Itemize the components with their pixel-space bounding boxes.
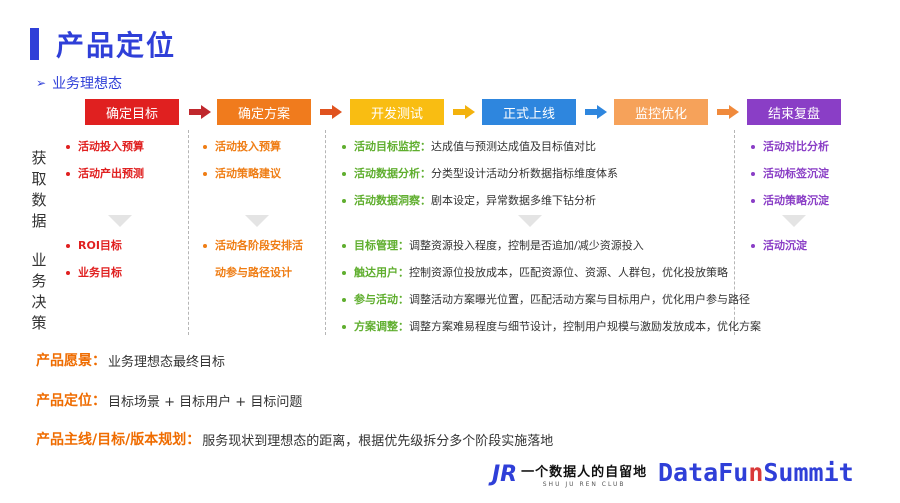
stage-label: 确定方案 <box>237 106 290 122</box>
column-divider <box>734 130 735 335</box>
list-item: 活动目标监控：达成值与预测达成值及目标值对比 <box>342 140 596 154</box>
down-triangle-icon <box>782 215 806 227</box>
stage-box-monitor: 监控优化 <box>614 99 708 125</box>
stage-box-dev-test: 开发测试 <box>350 99 444 125</box>
stage-box-launch: 正式上线 <box>482 99 576 125</box>
page-title: 产品定位 <box>56 29 177 62</box>
flow-arrow-icon <box>717 105 739 119</box>
list-item: 活动投入预算 <box>203 140 281 154</box>
column-divider <box>325 130 326 335</box>
list-item: 方案调整：调整方案难易程度与细节设计，控制用户规模与激励发放成本，优化方案 <box>342 320 761 334</box>
list-item: 触达用户：控制资源位投放成本，匹配资源位、资源、人群包，优化投放策略 <box>342 266 728 280</box>
list-item: 活动数据分析：分类型设计活动分析数据指标维度体系 <box>342 167 618 181</box>
product-positioning-line: 产品定位：目标场景 + 目标用户 + 目标问题 <box>36 393 303 410</box>
down-triangle-icon <box>518 215 542 227</box>
stage-label: 结束复盘 <box>767 106 820 122</box>
list-item: 活动沉淀 <box>751 239 807 253</box>
shujuren-club-logo: JR 一个数据人的自留地 SHU JU REN CLUB <box>492 462 648 488</box>
row-label-get-data: 获取数据 <box>31 149 47 230</box>
subtitle-text: 业务理想态 <box>52 76 123 92</box>
list-item: ROI目标 <box>66 239 122 253</box>
list-item: 活动投入预算 <box>66 140 144 154</box>
product-roadmap-line: 产品主线/目标/版本规划：服务现状到理想态的距离，根据优先级拆分多个阶段实施落地 <box>36 432 554 449</box>
title-accent-bar <box>30 28 39 60</box>
stage-label: 监控优化 <box>634 106 687 122</box>
down-triangle-icon <box>108 215 132 227</box>
down-triangle-icon <box>245 215 269 227</box>
datafun-summit-logo: DataFunSummit <box>658 458 854 487</box>
arrow-bullet-icon: ➢ <box>36 76 47 90</box>
list-item-continuation: 动参与路径设计 <box>215 266 292 279</box>
stage-label: 确定目标 <box>105 106 158 122</box>
list-item: 目标管理：调整资源投入程度，控制是否追加/减少资源投入 <box>342 239 644 253</box>
list-item: 活动对比分析 <box>751 140 829 154</box>
list-item: 活动产出预测 <box>66 167 144 181</box>
flow-arrow-icon <box>189 105 211 119</box>
row-label-business-decision: 业务决策 <box>31 251 47 332</box>
stage-box-set-goal: 确定目标 <box>85 99 179 125</box>
stage-box-set-plan: 确定方案 <box>217 99 311 125</box>
list-item: 活动策略建议 <box>203 167 281 181</box>
list-item: 活动数据洞察：剧本设定，异常数据多维下钻分析 <box>342 194 596 208</box>
jr-logo-icon: JR <box>492 462 518 487</box>
flow-arrow-icon <box>585 105 607 119</box>
product-vision-line: 产品愿景：业务理想态最终目标 <box>36 353 226 370</box>
list-item: 活动标签沉淀 <box>751 167 829 181</box>
list-item: 活动各阶段安排活 <box>203 239 303 253</box>
flow-arrow-icon <box>453 105 475 119</box>
stage-label: 正式上线 <box>502 106 555 122</box>
list-item: 参与活动：调整活动方案曝光位置，匹配活动方案与目标用户，优化用户参与路径 <box>342 293 750 307</box>
list-item: 业务目标 <box>66 266 122 280</box>
section-subtitle: ➢ 业务理想态 <box>36 73 122 93</box>
flow-arrow-icon <box>320 105 342 119</box>
list-item: 活动策略沉淀 <box>751 194 829 208</box>
stage-label: 开发测试 <box>370 106 423 122</box>
stage-box-review: 结束复盘 <box>747 99 841 125</box>
column-divider <box>188 130 189 335</box>
